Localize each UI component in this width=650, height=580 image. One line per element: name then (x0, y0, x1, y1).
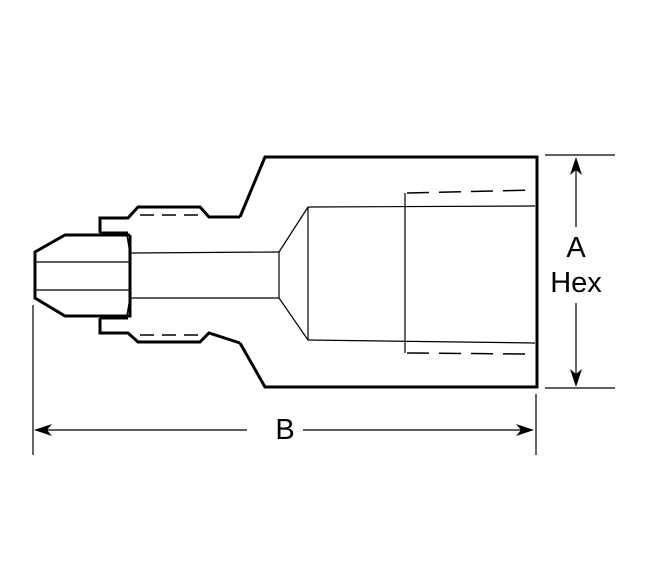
dimension-a-label: A (566, 232, 586, 264)
port-thread-bottom (406, 352, 526, 355)
port-thread-top (406, 189, 536, 194)
body-outline (238, 155, 539, 389)
nose-outline (33, 233, 132, 318)
nut-top-outline (98, 205, 240, 233)
dimension-a-sublabel: Hex (550, 267, 602, 299)
nut-bottom-outline (98, 318, 241, 345)
arrowhead-up-icon (570, 157, 582, 175)
arrowhead-down-icon (570, 369, 582, 387)
arrowhead-left-icon (34, 424, 52, 436)
arrowhead-right-icon (516, 424, 534, 436)
bore-top (130, 251, 280, 254)
dimension-b-label: B (268, 416, 302, 445)
